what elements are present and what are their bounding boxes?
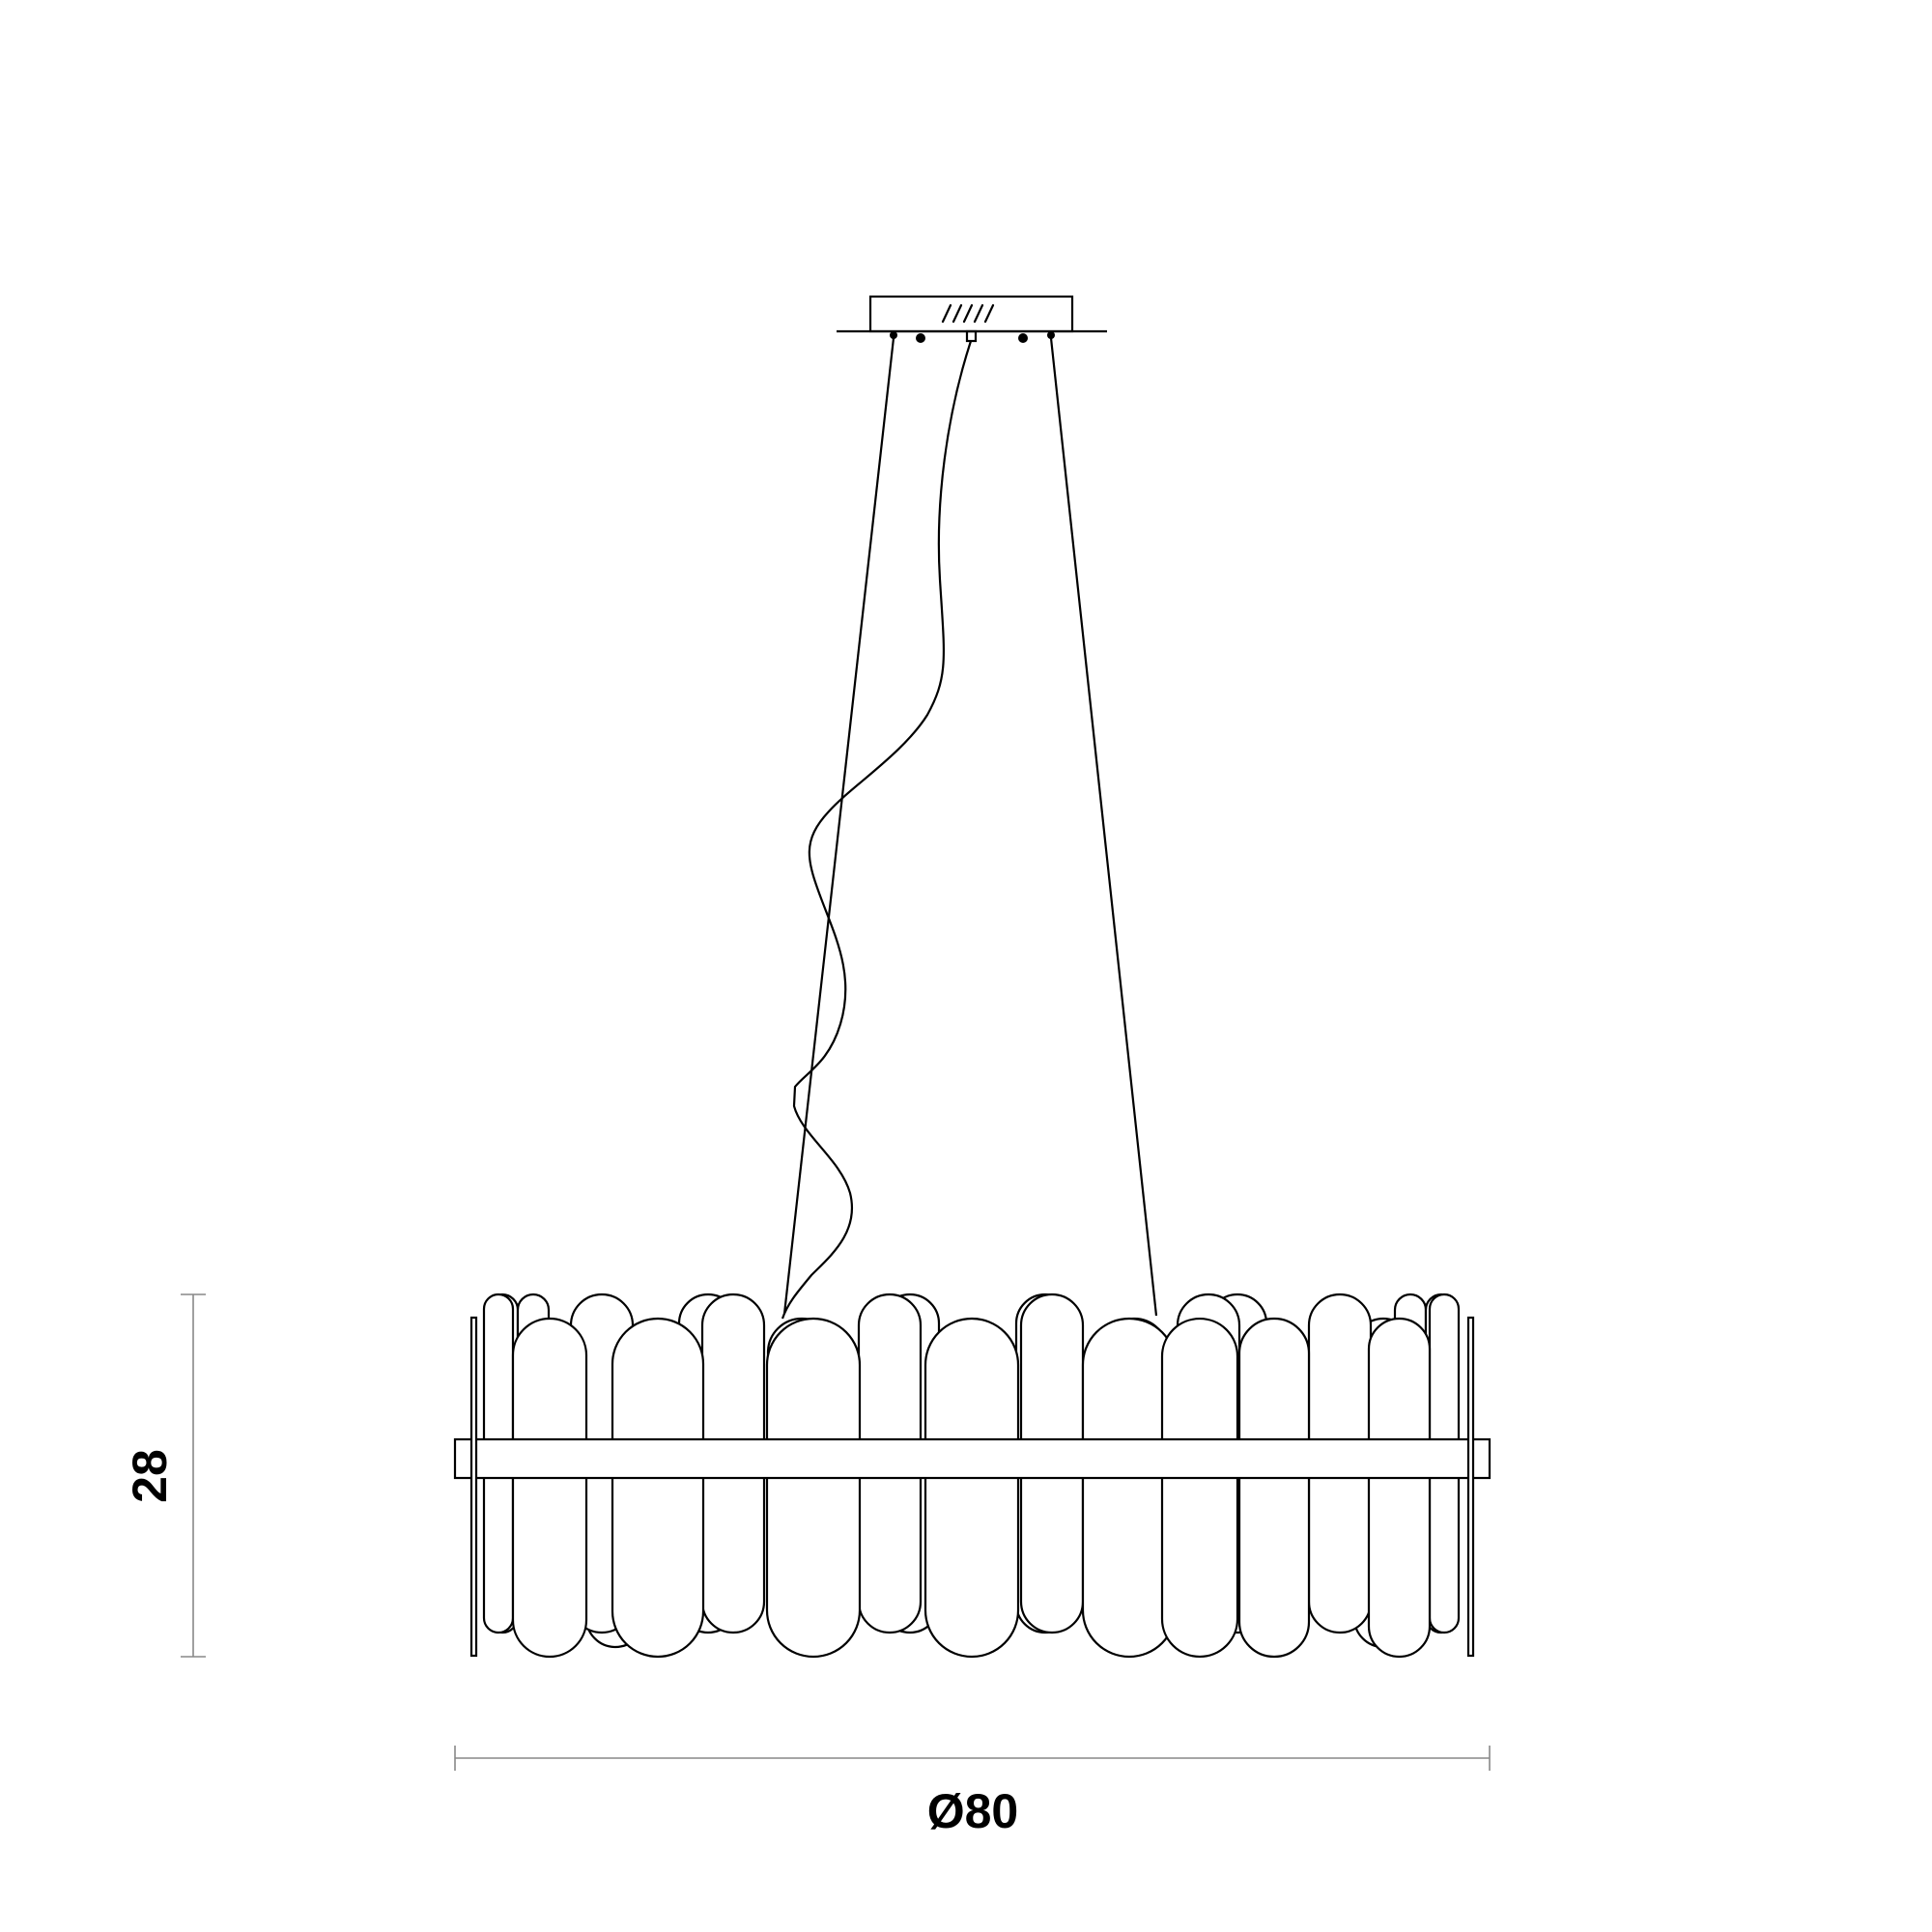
canopy-screws — [890, 329, 1055, 343]
diameter-dimension: Ø80 — [454, 1746, 1491, 1838]
height-dimension: 28 — [123, 1293, 206, 1658]
height-label: 28 — [123, 1449, 177, 1503]
glass-panel-front — [1160, 1317, 1239, 1659]
glass-panel-front — [765, 1317, 862, 1659]
canopy-vent-slots — [941, 303, 995, 324]
glass-panel-front — [923, 1317, 1020, 1659]
power-cord — [781, 340, 973, 1320]
side-edge-strips — [469, 1316, 1475, 1658]
glass-panel-front — [1367, 1317, 1432, 1659]
suspension-cables — [782, 337, 1158, 1317]
glass-panel-front — [611, 1317, 705, 1659]
glass-panel-front — [1237, 1317, 1311, 1659]
diameter-label: Ø80 — [927, 1784, 1019, 1838]
glass-panels — [482, 1293, 1461, 1659]
metal-ring-band — [453, 1437, 1492, 1480]
ceiling-canopy — [837, 295, 1107, 343]
glass-panel-front — [511, 1317, 588, 1659]
